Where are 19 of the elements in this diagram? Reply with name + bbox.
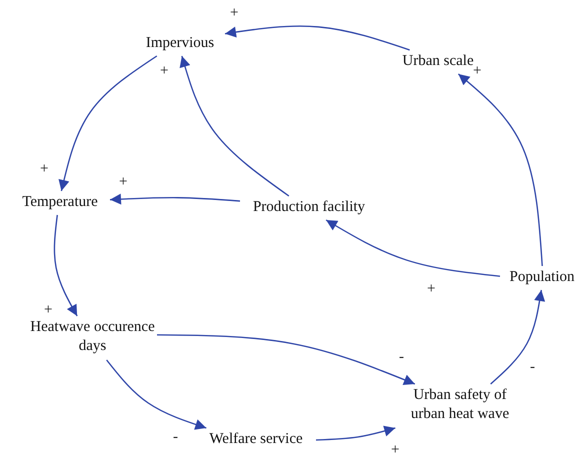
variable-label: Population bbox=[509, 268, 574, 287]
arrow bbox=[110, 194, 240, 205]
arrow bbox=[180, 56, 290, 197]
arrow bbox=[326, 219, 500, 277]
variable-label: Production facility bbox=[252, 198, 366, 217]
arrow bbox=[458, 74, 543, 266]
arrow bbox=[157, 334, 416, 385]
arrow bbox=[106, 360, 206, 430]
arrow bbox=[54, 214, 78, 316]
arrow bbox=[58, 55, 158, 192]
arrow bbox=[316, 426, 396, 441]
variable-label: Temperature bbox=[22, 193, 98, 212]
arrow bbox=[224, 26, 410, 51]
variable-label: Impervious bbox=[146, 34, 214, 53]
variable-label: Heatwave occurence days bbox=[30, 318, 155, 356]
variable-label: Urban scale bbox=[402, 52, 474, 69]
arrow bbox=[490, 290, 546, 384]
variable-label: Welfare service bbox=[209, 430, 303, 449]
variable-label: Urban safety of urban heat wave bbox=[410, 386, 510, 424]
